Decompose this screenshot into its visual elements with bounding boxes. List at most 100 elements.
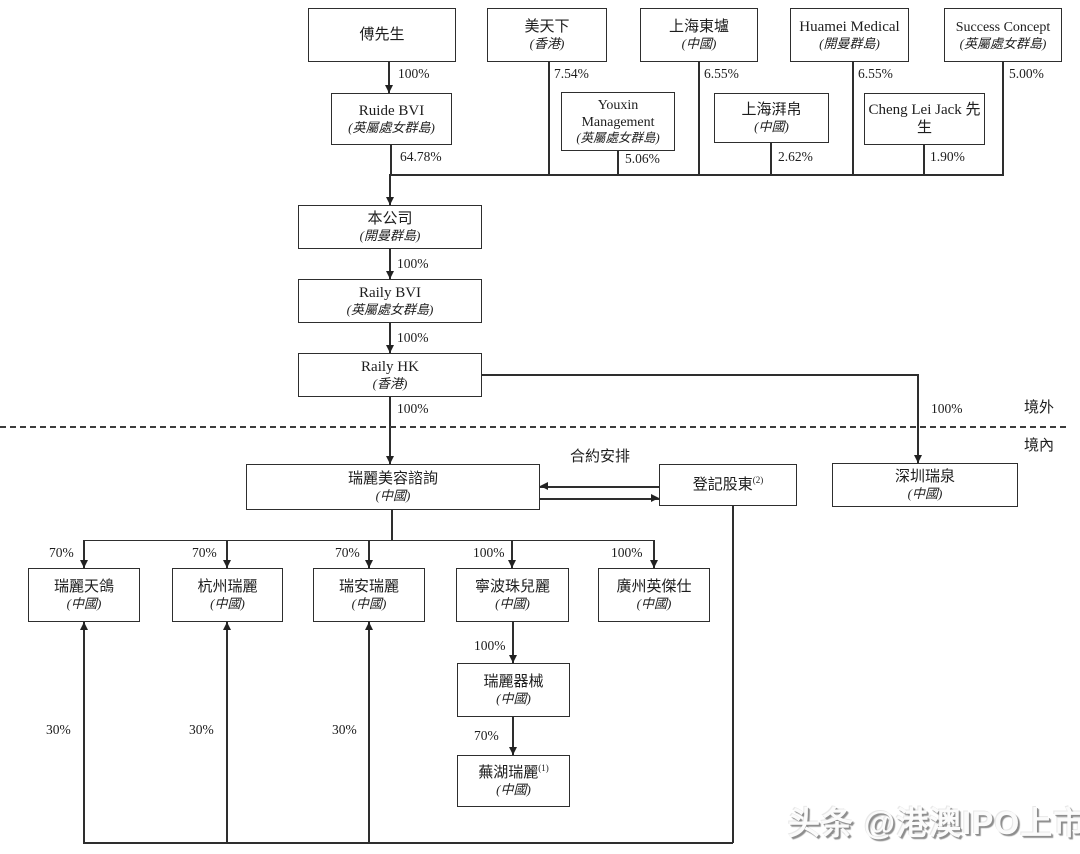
connector: [512, 717, 514, 756]
node-jurisdiction: (中國): [495, 596, 530, 612]
connector: [388, 62, 390, 93]
arrow-down-icon: [364, 560, 373, 568]
contract-arrangement-label: 合約安排: [570, 449, 631, 465]
node-cheng-lei-jack: Cheng Lei Jack 先生: [864, 93, 985, 145]
node-label: 深圳瑞泉: [894, 468, 955, 485]
toutiao-watermark: 头条 @港澳IPO上市: [788, 805, 1080, 841]
connector: [923, 145, 925, 175]
node-shanghai-paibo: 上海湃帛 (中國): [714, 93, 829, 143]
arrow-down-icon: [222, 560, 231, 568]
pct-label: 70%: [335, 545, 360, 560]
connector: [482, 374, 919, 376]
node-jurisdiction: (開曼群島): [819, 36, 880, 52]
node-label-text: 蕪湖瑞麗: [478, 764, 539, 781]
footnote-marker: (1): [538, 762, 549, 773]
connector: [770, 143, 772, 175]
arrow-up-icon: [79, 622, 88, 630]
connector: [917, 374, 919, 464]
connector: [512, 622, 514, 664]
arrow-down-icon: [508, 747, 517, 755]
connector: [852, 62, 854, 175]
arrow-down-icon: [384, 84, 393, 93]
node-label: Cheng Lei Jack 先生: [868, 101, 981, 136]
node-label: Raily BVI: [358, 284, 422, 301]
node-label: 廣州英傑仕: [616, 578, 692, 595]
node-jurisdiction: (中國): [351, 596, 387, 612]
connector: [390, 145, 392, 175]
connector: [389, 249, 391, 280]
connector: [653, 540, 655, 569]
pct-label: 100%: [611, 545, 643, 560]
connector: [83, 540, 85, 569]
node-jurisdiction: (開曼群島): [359, 228, 421, 244]
node-jurisdiction: (英屬處女群島): [348, 120, 435, 136]
arrow-down-icon: [385, 271, 394, 279]
connector: [1002, 62, 1004, 175]
pct-label: 30%: [189, 722, 214, 737]
node-label-text: 登記股東: [692, 476, 753, 493]
pct-label: 30%: [332, 722, 357, 737]
arrow-left-icon: [540, 482, 548, 491]
onshore-offshore-divider: [0, 426, 1066, 428]
pct-label: 64.78%: [400, 149, 442, 164]
pct-label: 100%: [397, 256, 429, 271]
footnote-marker: (2): [752, 474, 764, 485]
arrow-down-icon: [385, 197, 394, 205]
pct-label: 1.90%: [930, 149, 965, 164]
pct-label: 7.54%: [554, 66, 589, 81]
pct-label: 70%: [49, 545, 74, 560]
node-jurisdiction: (中國): [681, 36, 717, 52]
node-label: 瑞麗器械: [483, 673, 544, 690]
pct-label: 6.55%: [704, 66, 739, 81]
node-label: Huamei Medical: [799, 18, 900, 35]
arrow-down-icon: [913, 455, 922, 463]
node-label: 登記股東(2): [692, 474, 764, 494]
node-jurisdiction: (中國): [636, 596, 672, 612]
connector: [368, 540, 370, 569]
arrow-down-icon: [79, 560, 88, 568]
pct-label: 5.06%: [625, 151, 660, 166]
node-jurisdiction: (中國): [496, 691, 531, 707]
node-huamei-medical: Huamei Medical (開曼群島): [790, 8, 909, 62]
node-label: Success Concept: [955, 19, 1051, 35]
node-label: 瑞安瑞麗: [338, 578, 399, 595]
node-label: Ruide BVI: [358, 102, 425, 119]
node-wuhu-ruili: 蕪湖瑞麗(1) (中國): [457, 755, 570, 807]
pct-label: 30%: [46, 722, 71, 737]
node-jurisdiction: (香港): [372, 376, 408, 392]
pct-label: 100%: [473, 545, 505, 560]
connector: [390, 174, 1004, 176]
node-jurisdiction: (英屬處女群島): [346, 302, 434, 318]
connector: [389, 397, 391, 465]
region-label-onshore: 境內: [1024, 438, 1055, 454]
node-ruili-beauty-consulting: 瑞麗美容諮詢 (中國): [246, 464, 540, 510]
node-label: 美天下: [524, 18, 570, 35]
node-mr-fu: 傅先生: [308, 8, 456, 62]
node-label: 傅先生: [359, 26, 405, 43]
node-ningbo-zhuerli: 寧波珠兒麗 (中國): [456, 568, 569, 622]
node-registered-shareholders: 登記股東(2): [659, 464, 797, 506]
connector: [83, 842, 734, 844]
node-jurisdiction: (英屬處女群島): [959, 35, 1047, 51]
node-label: 瑞麗天鴿: [53, 578, 114, 595]
region-label-offshore: 境外: [1024, 400, 1055, 416]
node-ruide-bvi: Ruide BVI (英屬處女群島): [331, 93, 452, 145]
arrow-up-icon: [364, 622, 373, 630]
arrow-down-icon: [508, 655, 517, 663]
node-jurisdiction: (中國): [907, 486, 943, 502]
connector: [226, 540, 228, 569]
node-ruili-qixie: 瑞麗器械 (中國): [457, 663, 570, 717]
node-ruian-ruili: 瑞安瑞麗 (中國): [313, 568, 425, 622]
pct-label: 70%: [192, 545, 217, 560]
arrow-down-icon: [385, 456, 394, 464]
connector: [548, 62, 550, 175]
contract-arrow-line: [540, 498, 659, 500]
node-label: 杭州瑞麗: [197, 578, 258, 595]
connector: [83, 622, 85, 843]
pct-label: 6.55%: [858, 66, 893, 81]
node-shanghai-donglu: 上海東壚 (中國): [640, 8, 758, 62]
arrow-down-icon: [385, 345, 394, 353]
node-label: 上海東壚: [668, 18, 729, 35]
arrow-down-icon: [507, 560, 516, 568]
node-jurisdiction: (中國): [66, 596, 102, 612]
